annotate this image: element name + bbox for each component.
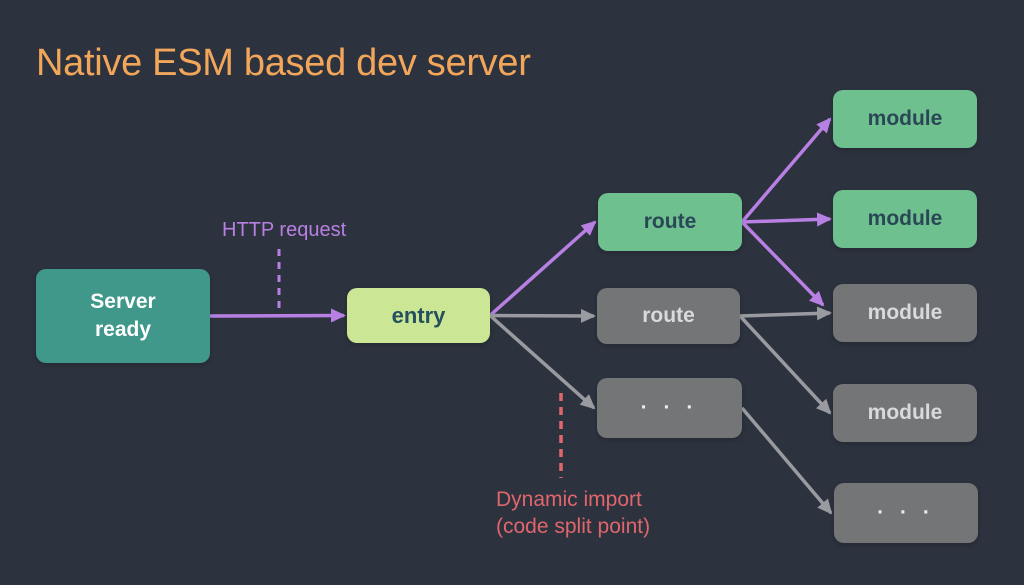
node-route-green: route [598,193,742,251]
edge-route-gray-to-module-3 [739,306,832,321]
node-label: entry [391,302,446,328]
edge-entry-to-route-gray [489,308,596,323]
node-label: route [643,209,697,233]
node-label: · · · [877,500,935,524]
node-server-ready: Server ready [36,269,210,363]
node-entry: entry [347,288,490,343]
edge-route-green-to-module-2 [741,212,832,227]
node-label: module [867,206,943,230]
node-label: route [642,303,695,327]
node-label: module [867,300,943,324]
node-label: · · · [640,395,699,419]
node-module-2: module [833,190,977,248]
node-route-gray: route [597,288,740,344]
http-request-label: HTTP request [222,219,347,241]
edge-entry-to-dots-mid [488,314,596,410]
edge-route-gray-to-module-4 [738,314,832,415]
node-dots-mid: · · · [597,378,742,438]
node-label: module [867,106,943,130]
node-module-3: module [833,284,977,342]
slide-title: Native ESM based dev server [36,42,531,84]
node-label: module [867,400,943,424]
edges-group [209,117,833,515]
edge-entry-to-route-green [488,220,597,317]
node-module-1: module [833,90,977,148]
node-module-4: module [833,384,977,442]
edge-route-green-to-module-1 [740,117,832,224]
edge-server-ready-to-entry [209,308,346,323]
node-dots-end: · · · [834,483,978,543]
edge-route-green-to-module-3 [740,220,825,307]
node-label: Server ready [90,289,156,341]
dynamic-import-label: Dynamic import (code split point) [496,488,651,539]
edge-dots-mid-to-dots-end [740,406,833,515]
